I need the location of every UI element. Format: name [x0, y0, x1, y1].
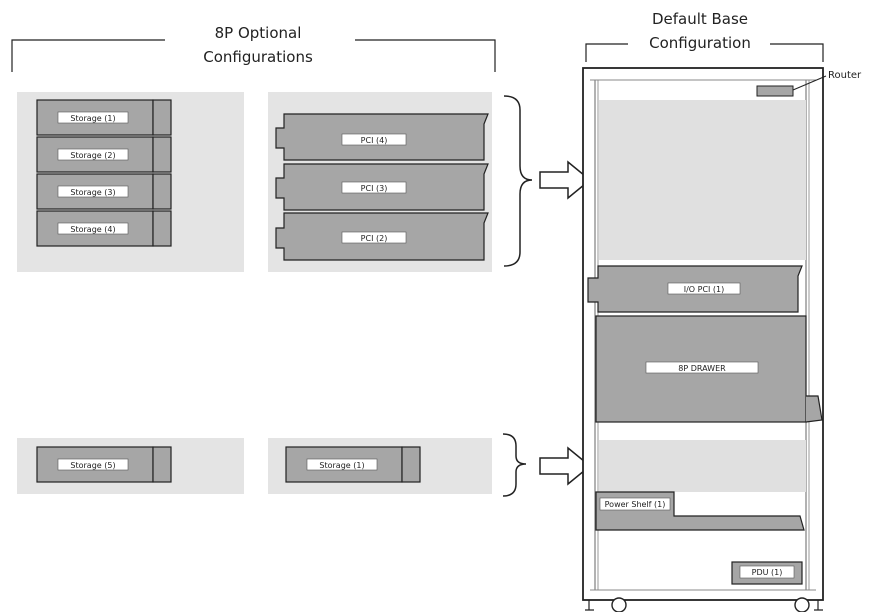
- optional-header-bracket-right: [355, 39, 496, 72]
- pci-module-4: PCI (4): [275, 113, 489, 161]
- base-title-line2: Configuration: [649, 34, 751, 52]
- storage-module-1-label: Storage (1): [70, 114, 115, 123]
- drawer-label: 8P DRAWER: [678, 364, 726, 373]
- base-title-line1: Default Base: [652, 10, 748, 28]
- router-label: Router: [828, 70, 862, 81]
- base-header-bracket-right: [770, 43, 824, 62]
- storage-module-1-alt: Storage (1): [285, 446, 421, 483]
- storage-module-1-alt-label: Storage (1): [319, 461, 364, 470]
- pdu-label: PDU (1): [752, 568, 783, 577]
- pdu-module: PDU (1): [731, 561, 803, 585]
- storage-module-3-label: Storage (3): [70, 188, 115, 197]
- storage-module-2-label: Storage (2): [70, 151, 115, 160]
- rack-lower-bay: [599, 440, 806, 492]
- storage-module-5: Storage (5): [36, 446, 172, 483]
- pci-module-2-label: PCI (2): [361, 234, 388, 243]
- pci-module-2: PCI (2): [275, 212, 489, 261]
- rack-upper-bay: [599, 100, 806, 260]
- io-pci-module: I/O PCI (1): [587, 265, 803, 313]
- storage-module-4-label: Storage (4): [70, 225, 115, 234]
- lower-arrow-icon: [539, 446, 592, 486]
- rack-casters: [585, 597, 823, 612]
- optional-configurations-header: 8P Optional Configurations: [11, 24, 496, 72]
- pci-module-3: PCI (3): [275, 163, 489, 211]
- io-pci-label: I/O PCI (1): [684, 285, 725, 294]
- optional-title-line2: Configurations: [203, 48, 313, 66]
- pci-module-4-label: PCI (4): [361, 136, 388, 145]
- upper-arrow-icon: [539, 160, 592, 200]
- storage-module-1: Storage (1): [36, 99, 172, 136]
- drawer-module: 8P DRAWER: [595, 315, 823, 423]
- upper-curly-brace: [503, 95, 533, 267]
- router-leader-line: [792, 75, 827, 91]
- base-header-bracket-left: [585, 43, 628, 62]
- optional-title-line1: 8P Optional: [215, 24, 302, 42]
- optional-header-bracket-left: [11, 39, 165, 72]
- storage-module-2: Storage (2): [36, 136, 172, 173]
- router-module: [756, 85, 794, 97]
- storage-module-4: Storage (4): [36, 210, 172, 247]
- storage-module-3: Storage (3): [36, 173, 172, 210]
- power-shelf-label: Power Shelf (1): [605, 500, 666, 509]
- lower-curly-brace: [502, 433, 527, 497]
- pci-module-3-label: PCI (3): [361, 184, 388, 193]
- power-shelf-module: Power Shelf (1): [595, 491, 805, 531]
- base-configuration-header: Default Base Configuration: [585, 10, 824, 62]
- storage-module-5-label: Storage (5): [70, 461, 115, 470]
